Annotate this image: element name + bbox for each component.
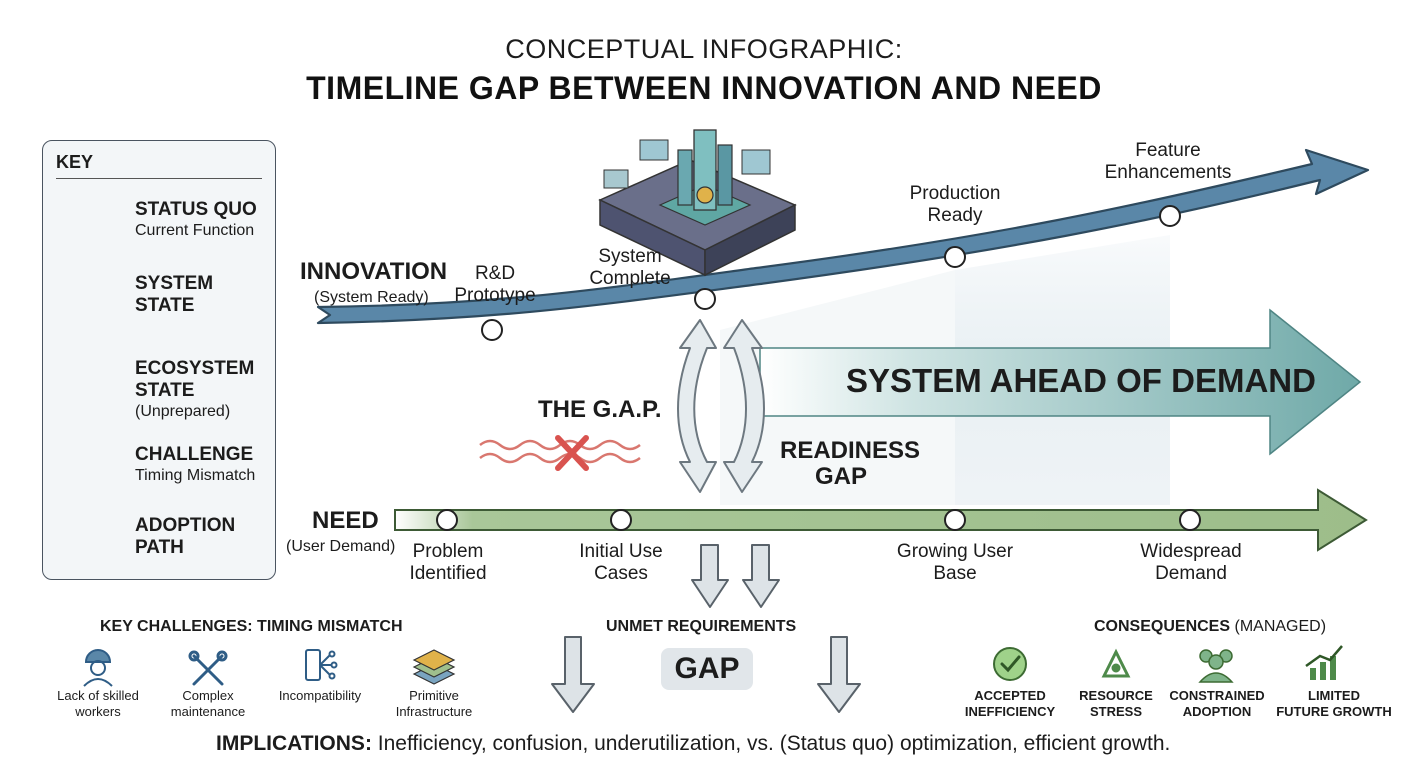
gap-badge-bg [661,648,753,690]
need-dot-widespread [1179,509,1201,531]
worker-icon [83,649,113,687]
innovation-arrow [316,148,1370,325]
layers-icon [412,649,456,685]
key-item-title: CHALLENGE [135,444,254,465]
implications-label: IMPLICATIONS: [216,732,372,755]
innovation-label: INNOVATION [300,258,448,285]
consequence-constrained: CONSTRAINED ADOPTION [1164,688,1270,720]
milestone-dot-system-complete [694,288,716,310]
key-item-ecosystem-state: ECOSYSTEM STATE (Unprepared) [135,358,254,422]
the-gap-label: THE G.A.P. [538,396,662,423]
consequences-note: (MANAGED) [1234,618,1327,635]
challenge-item-skilled: Lack of skilled workers [48,688,148,720]
key-title: KEY [56,152,94,172]
key-panel [42,140,276,580]
key-item-status-quo: STATUS QUO Current Function [135,199,257,241]
consequences-title: CONSEQUENCES [1094,618,1231,635]
challenge-label: Incompatibility [278,688,362,703]
gap-badge: GAP [674,652,740,685]
title-subtitle: CONCEPTUAL INFOGRAPHIC: [505,34,903,64]
milestone-dot-production-ready [944,246,966,268]
milestone-production-ready: Production Ready [909,183,1001,226]
check-circle-icon [993,647,1027,681]
consequence-resource-stress: RESOURCE STRESS [1070,688,1162,720]
page-title: TIMELINE GAP BETWEEN INNOVATION AND NEED [306,70,1102,106]
implications-text: Inefficiency, confusion, underutilizatio… [371,732,1171,755]
key-item-title: SYSTEM [135,273,214,294]
unmet-title: UNMET REQUIREMENTS [606,618,797,635]
need-dot-initial [610,509,632,531]
system-ahead-label: SYSTEM AHEAD OF DEMAND [846,362,1316,399]
challenges-title: KEY CHALLENGES: TIMING MISMATCH [100,618,403,635]
challenge-item-infrastructure: Primitive Infrastructure [384,688,484,720]
consequences-header: CONSEQUENCES (MANAGED) [1094,618,1326,636]
need-milestone-widespread: Widespread Demand [1140,541,1242,584]
growth-chart-icon [1305,645,1343,680]
challenge-label: Primitive [409,688,459,703]
need-milestone-problem: Problem Identified [409,541,487,584]
challenge-label-2: maintenance [170,704,246,719]
key-item-adoption-path: ADOPTION PATH [135,515,235,559]
key-item-title-2: STATE [135,295,195,316]
need-dot-growing [944,509,966,531]
challenge-label-2: workers [75,704,121,719]
system-ahead-arrow [759,308,1362,456]
key-item-system-state: SYSTEM STATE [135,273,213,317]
challenge-item-maintenance: Complex maintenance [160,688,256,720]
milestone-feature-enhancements: Feature Enhancements [1104,140,1232,183]
system-illustration [598,129,797,277]
readiness-gap-line2: GAP [814,463,867,490]
key-item-subtitle: Timing Mismatch [135,467,256,484]
consequence-label-2: STRESS [1089,704,1142,719]
down-arrows-bottom [551,636,861,713]
challenge-item-incompatibility: Incompatibility [268,688,372,704]
readiness-gap-line1: READINESS [780,437,921,464]
key-item-title: ADOPTION [135,515,236,536]
users-icon [1198,649,1234,683]
key-item-subtitle: Current Function [135,222,255,239]
milestone-dot-rnd [481,319,503,341]
need-milestone-initial: Initial Use Cases [579,541,663,584]
need-milestone-growing: Growing User Base [896,541,1014,584]
tools-icon [188,650,228,686]
challenge-x-mark [555,435,589,471]
key-item-title-2: PATH [135,537,184,558]
milestone-system-complete: System Complete [589,246,671,289]
milestone-dot-feature [1159,205,1181,227]
gap-double-arrows [677,319,765,493]
key-item-subtitle: (Unprepared) [135,403,231,420]
key-item-title: ECOSYSTEM [135,358,255,379]
consequence-label: CONSTRAINED [1169,688,1265,703]
challenge-label: Lack of skilled [57,688,139,703]
key-divider [56,178,262,179]
consequence-label: LIMITED [1308,688,1360,703]
need-sublabel: (User Demand) [286,538,396,555]
need-arrow [394,488,1368,552]
milestone-rnd-prototype: R&D Prototype [454,263,536,306]
need-label: NEED [312,507,379,534]
consequence-inefficiency: ACCEPTED INEFFICIENCY [958,688,1062,720]
consequence-label: RESOURCE [1079,688,1153,703]
challenge-label: Complex [182,688,234,703]
consequence-label-2: INEFFICIENCY [964,704,1056,719]
challenge-squiggle-icon [479,439,641,464]
innovation-sublabel: (System Ready) [314,289,429,306]
consequence-limited: LIMITED FUTURE GROWTH [1274,688,1394,720]
implications: IMPLICATIONS: Inefficiency, confusion, u… [216,732,1170,756]
key-item-title-2: STATE [135,380,195,401]
readiness-gap-label: READINESS GAP [780,437,921,490]
down-arrows-top [691,544,780,608]
device-network-icon [305,649,338,681]
consequence-label: ACCEPTED [974,688,1046,703]
need-dot-problem [436,509,458,531]
consequence-label-2: ADOPTION [1182,704,1252,719]
recycle-icon [1101,648,1131,678]
key-item-title: STATUS QUO [135,199,257,220]
key-item-challenge: CHALLENGE Timing Mismatch [135,444,255,486]
consequence-label-2: FUTURE GROWTH [1276,704,1392,719]
challenge-label-2: Infrastructure [395,704,473,719]
